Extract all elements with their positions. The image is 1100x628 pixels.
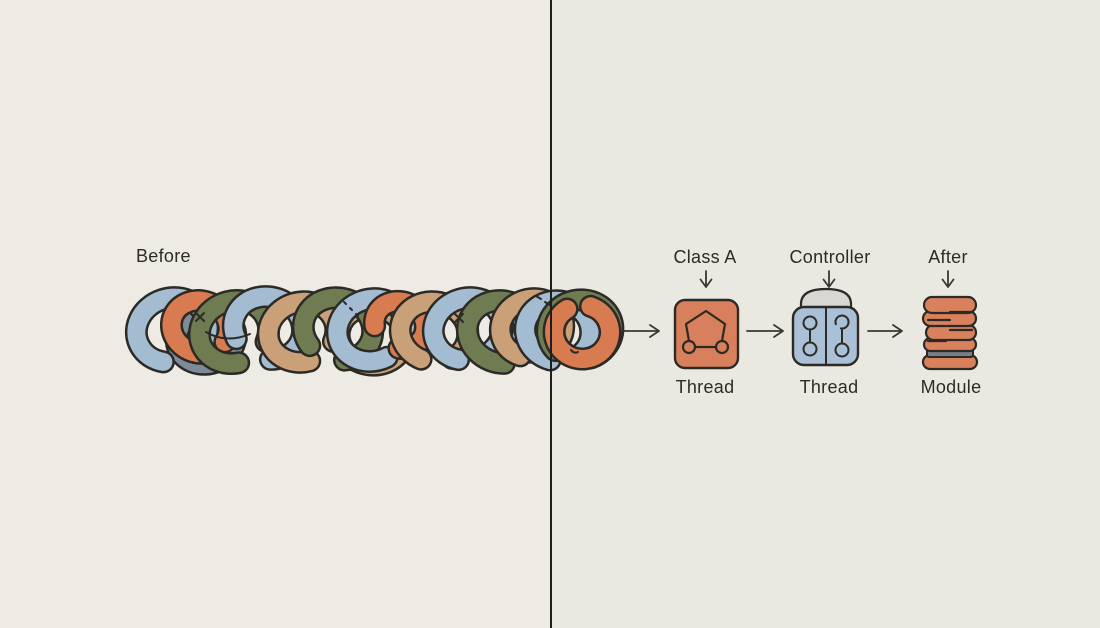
thread-label-1: Thread [675, 377, 735, 397]
controller-label: Controller [789, 247, 871, 267]
module-spool-icon [921, 295, 979, 371]
down-arrow-icon [822, 270, 836, 288]
thread-label-2: Thread [799, 377, 859, 397]
class-a-thread-icon [673, 298, 740, 370]
right-arrow-icon [867, 324, 903, 338]
right-arrow-icon [623, 324, 660, 338]
class-a-label: Class A [673, 247, 737, 267]
after-label: After [928, 247, 968, 267]
module-label: Module [920, 377, 982, 397]
tangled-threads-illustration [124, 285, 625, 377]
down-arrow-icon [699, 270, 713, 288]
down-arrow-icon [941, 270, 955, 288]
right-arrow-icon [746, 324, 784, 338]
controller-thread-icon [791, 287, 860, 367]
before-label: Before [136, 246, 191, 266]
